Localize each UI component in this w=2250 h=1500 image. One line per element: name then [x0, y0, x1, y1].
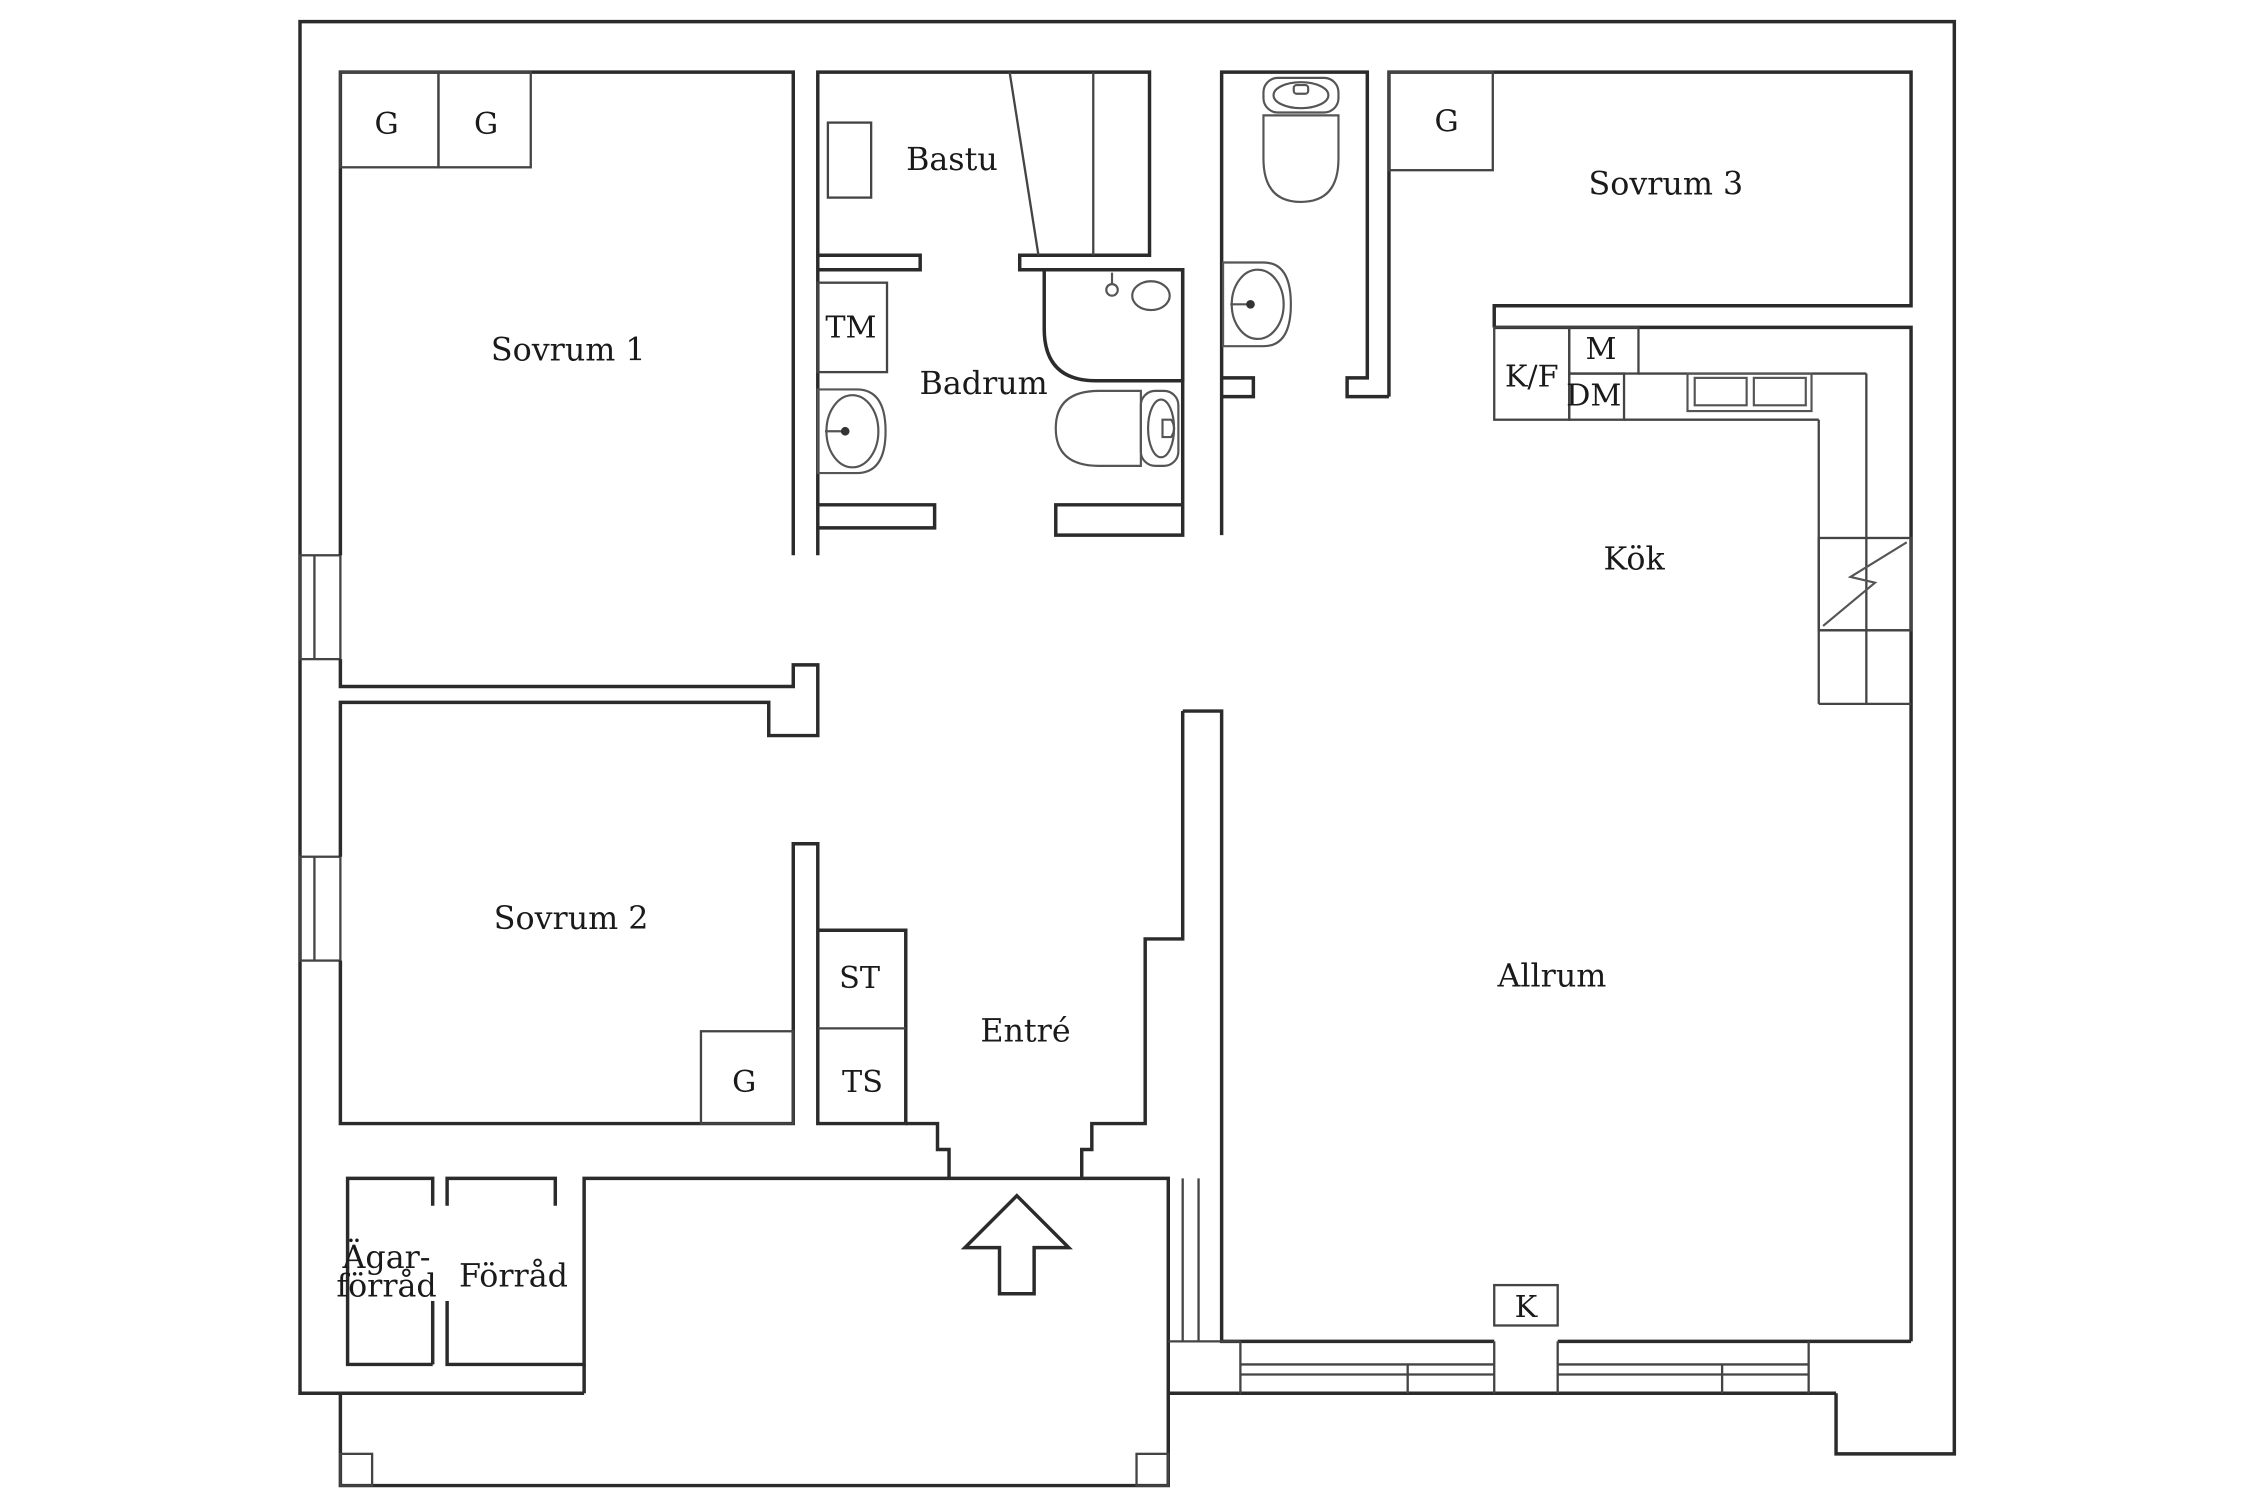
room-label-sovrum-2: Sovrum 2 [494, 901, 649, 937]
room-label-sovrum-1: Sovrum 1 [491, 333, 646, 369]
fixture-label-g: G [474, 107, 498, 142]
fixture-label-st: ST [839, 961, 880, 996]
lightning-icon [1817, 536, 1913, 632]
room-label-agarforrad-line2: förråd [336, 1269, 436, 1305]
toilet-icon [1262, 76, 1340, 204]
outer-walls [298, 19, 1957, 1488]
room-sovrum-3 [1387, 70, 1913, 397]
fixture-label-dm: DM [1566, 378, 1621, 413]
fixture-label-g: G [374, 107, 398, 142]
room-label-bastu: Bastu [906, 142, 998, 178]
room-label-kok: Kök [1604, 542, 1666, 578]
room-label-agarforrad-line1: Ägar- [342, 1238, 431, 1276]
sink-icon [816, 388, 887, 475]
room-sovrum-1 [338, 70, 820, 857]
fixture-label-m: M [1585, 332, 1616, 367]
fixture-label-k: K [1515, 1290, 1539, 1325]
room-label-allrum: Allrum [1496, 959, 1606, 995]
room-storage [345, 1176, 1170, 1394]
kitchen-counters [1493, 325, 1913, 1342]
fixture-label-g: G [732, 1065, 756, 1100]
fixture-label-tm: TM [825, 311, 876, 346]
toilet-icon [1054, 389, 1180, 467]
fixture-label-g: G [1435, 104, 1459, 139]
room-label-badrum: Badrum [920, 366, 1048, 402]
arrow-up-icon [960, 1193, 1073, 1296]
room-sovrum-2 [338, 842, 908, 1126]
room-label-entre: Entré [980, 1013, 1070, 1049]
fixture-label-ts: TS [842, 1065, 883, 1100]
room-label-sovrum-3: Sovrum 3 [1589, 167, 1744, 203]
room-label-forrad: Förråd [459, 1259, 568, 1295]
room-allrum-entre [905, 709, 1912, 1394]
sink-icon [1221, 261, 1292, 348]
room-bastu-badrum [816, 70, 1185, 556]
labels: Sovrum 1 Sovrum 2 Sovrum 3 Bastu Badrum … [336, 104, 1743, 1325]
room-wc [1219, 70, 1389, 536]
fixture-label-kf: K/F [1505, 360, 1559, 395]
